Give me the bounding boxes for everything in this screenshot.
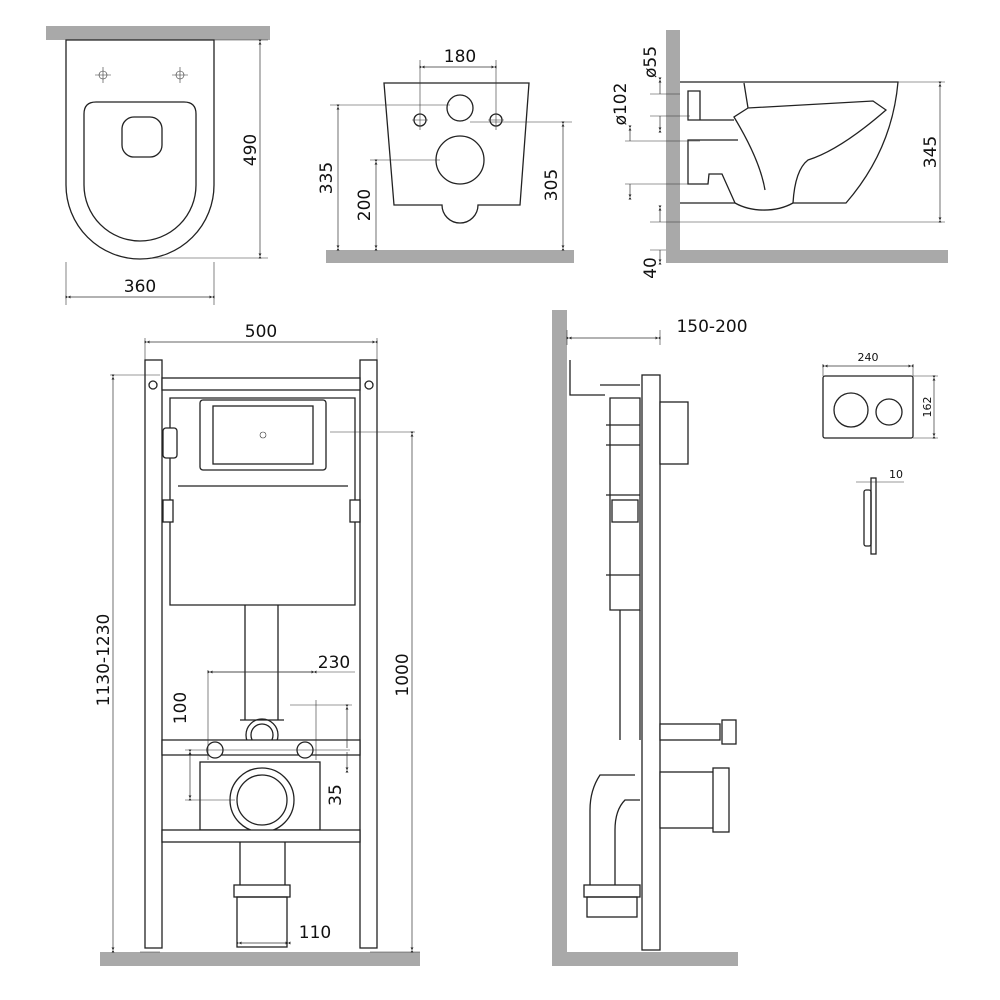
flush-plate-front: [822, 375, 914, 439]
label-gap: 40: [641, 257, 661, 279]
label-hole-spacing: 180: [444, 47, 476, 67]
seat-outline: [83, 101, 197, 242]
installation-frame-front: 500 1130-1230 1000 230 100 35 110: [94, 322, 420, 966]
bowl-outline: [65, 39, 215, 260]
label-depth: 490: [241, 134, 261, 166]
label-plate-width: 240: [858, 351, 879, 364]
mounting-holes: [95, 67, 188, 83]
label-bolt-spacing: 230: [318, 653, 350, 673]
toilet-front-view: 180 335 200 305: [317, 47, 574, 263]
wall-bar: [46, 26, 270, 40]
label-200: 200: [355, 189, 375, 221]
flush-opening: [199, 399, 327, 471]
label-plate-height: 162: [921, 397, 934, 418]
label-total-height: 1130-1230: [94, 614, 114, 707]
label-width: 360: [124, 277, 156, 297]
label-335: 335: [317, 162, 337, 194]
outlet-hole: [435, 135, 485, 185]
label-345: 345: [921, 136, 941, 168]
flush-plate-side: [870, 477, 877, 555]
inlet-hole: [446, 94, 474, 122]
large-flush-button: [833, 392, 869, 428]
label-frame-width: 500: [245, 322, 277, 342]
installation-frame-side: 150-200: [552, 310, 748, 966]
flush-plate: 240 162 10: [822, 351, 938, 555]
toilet-top-view: 490 360: [46, 26, 270, 305]
label-d102: ø102: [611, 83, 631, 126]
bowl-front-outline: [383, 82, 530, 224]
drain-connection: [229, 767, 295, 833]
small-flush-button: [875, 398, 903, 426]
bowl-side-outline: [680, 81, 899, 211]
cistern: [169, 397, 356, 606]
toilet-side-view: ø55 ø102 40 345: [611, 30, 948, 279]
bowl-inner-lines: [687, 82, 888, 204]
label-depth: 150-200: [676, 317, 747, 337]
seat-opening: [121, 116, 163, 158]
label-1000: 1000: [393, 653, 413, 696]
label-305: 305: [542, 169, 562, 201]
label-d55: ø55: [641, 46, 661, 78]
label-drain: 110: [299, 923, 331, 943]
floor-bar: [326, 250, 574, 263]
label-100: 100: [171, 692, 191, 724]
label-plate-thickness: 10: [889, 468, 903, 481]
label-35: 35: [326, 784, 346, 806]
